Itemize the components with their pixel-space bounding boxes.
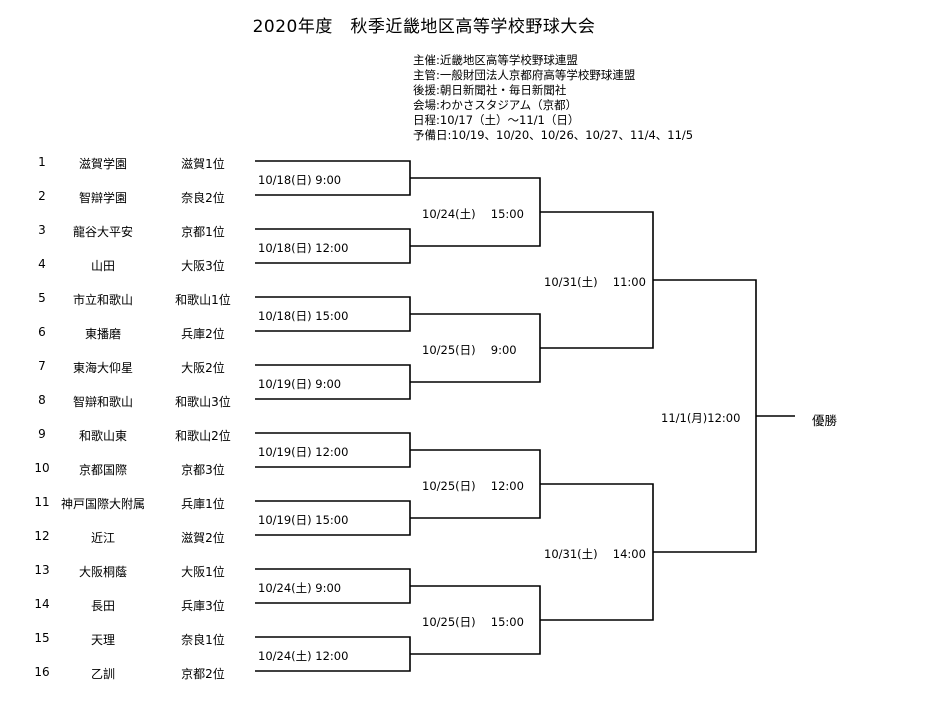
team-number: 2 (38, 189, 46, 203)
team-seed: 兵庫3位 (181, 599, 225, 613)
team-name: 東海大仰星 (72, 361, 133, 375)
team-name: 神戸国際大附属 (60, 497, 145, 511)
team-name: 山田 (90, 259, 115, 273)
team-row: 13 大阪桐蔭 大阪1位 (0, 560, 260, 580)
team-row: 2 智辯学園 奈良2位 (0, 186, 260, 206)
match-schedule: 10/19(日) 15:00 (258, 513, 349, 527)
team-seed: 滋賀1位 (181, 157, 225, 171)
team-number: 11 (34, 495, 50, 509)
team-name: 龍谷大平安 (72, 225, 133, 239)
team-row: 5 市立和歌山 和歌山1位 (0, 288, 260, 308)
team-row: 4 山田 大阪3位 (0, 254, 260, 274)
team-name: 智辯学園 (78, 191, 127, 205)
team-number: 5 (38, 291, 46, 305)
team-row: 8 智辯和歌山 和歌山3位 (0, 390, 260, 410)
match-schedule: 10/19(日) 9:00 (258, 377, 342, 391)
team-row: 16 乙訓 京都2位 (0, 662, 260, 682)
match-schedule: 10/19(日) 12:00 (258, 445, 349, 459)
team-name: 東播磨 (84, 327, 121, 341)
team-name: 長田 (90, 599, 115, 613)
team-row: 10 京都国際 京都3位 (0, 458, 260, 478)
info-venue: 会場:わかさスタジアム（京都） (413, 98, 578, 112)
team-row: 12 近江 滋賀2位 (0, 526, 260, 546)
team-number: 9 (38, 427, 46, 441)
match-schedule: 10/18(日) 15:00 (258, 309, 349, 323)
team-number: 7 (38, 359, 46, 373)
team-name: 智辯和歌山 (72, 395, 133, 409)
team-seed: 兵庫2位 (181, 327, 225, 341)
team-seed: 京都3位 (181, 463, 225, 477)
match-schedule: 10/24(土) 12:00 (258, 649, 349, 663)
team-row: 6 東播磨 兵庫2位 (0, 322, 260, 342)
team-name: 近江 (90, 531, 115, 545)
team-name: 乙訓 (90, 667, 115, 681)
info-host: 主管:一般財団法人京都府高等学校野球連盟 (413, 68, 636, 82)
team-seed: 大阪3位 (181, 259, 225, 273)
match-schedule: 10/18(日) 9:00 (258, 173, 342, 187)
team-number: 13 (34, 563, 50, 577)
match-schedule: 10/18(日) 12:00 (258, 241, 349, 255)
team-number: 15 (34, 631, 50, 645)
team-name: 京都国際 (78, 463, 127, 477)
team-row: 7 東海大仰星 大阪2位 (0, 356, 260, 376)
team-seed: 京都1位 (181, 225, 225, 239)
team-seed: 奈良1位 (181, 633, 225, 647)
match-schedule: 10/25(日) 15:00 (422, 615, 524, 629)
match-schedule: 10/31(土) 14:00 (544, 547, 646, 561)
team-seed: 京都2位 (181, 667, 225, 681)
team-number: 6 (38, 325, 46, 339)
team-seed: 大阪2位 (181, 361, 225, 375)
team-number: 1 (38, 155, 46, 169)
team-seed: 和歌山3位 (175, 395, 231, 409)
team-number: 14 (34, 597, 50, 611)
team-number: 8 (38, 393, 46, 407)
team-number: 16 (34, 665, 50, 679)
team-seed: 奈良2位 (181, 191, 225, 205)
match-schedule: 10/25(日) 9:00 (422, 343, 517, 357)
tournament-info: 主催:近畿地区高等学校野球連盟 主管:一般財団法人京都府高等学校野球連盟 後援:… (413, 53, 693, 143)
team-row: 3 龍谷大平安 京都1位 (0, 220, 260, 240)
team-seed: 大阪1位 (181, 565, 225, 579)
team-name: 天理 (90, 633, 115, 647)
team-seed: 兵庫1位 (181, 497, 225, 511)
info-sponsor: 後援:朝日新聞社・毎日新聞社 (413, 83, 567, 97)
info-schedule: 日程:10/17（土）～11/1（日） (413, 113, 580, 127)
match-schedule: 10/31(土) 11:00 (544, 275, 646, 289)
team-number: 4 (38, 257, 46, 271)
team-row: 9 和歌山東 和歌山2位 (0, 424, 260, 444)
match-schedule: 10/24(土) 9:00 (258, 581, 342, 595)
team-name: 和歌山東 (78, 429, 127, 443)
page-title: 2020年度 秋季近畿地区高等学校野球大会 (252, 17, 596, 37)
team-number: 10 (34, 461, 50, 475)
team-name: 大阪桐蔭 (78, 565, 127, 579)
team-seed: 和歌山2位 (175, 429, 231, 443)
team-row: 14 長田 兵庫3位 (0, 594, 260, 614)
info-organizer: 主催:近畿地区高等学校野球連盟 (413, 53, 578, 67)
team-name: 滋賀学園 (78, 157, 127, 171)
team-row: 11 神戸国際大附属 兵庫1位 (0, 492, 260, 512)
team-seed: 和歌山1位 (175, 293, 231, 307)
info-reserve-days: 予備日:10/19、10/20、10/26、10/27、11/4、11/5 (413, 128, 694, 142)
match-schedule: 11/1(月)12:00 (661, 411, 741, 425)
team-row: 1 滋賀学園 滋賀1位 (0, 152, 260, 172)
team-name: 市立和歌山 (72, 293, 133, 307)
match-schedule: 10/24(土) 15:00 (422, 207, 524, 221)
match-schedule: 10/25(日) 12:00 (422, 479, 524, 493)
team-seed: 滋賀2位 (181, 531, 225, 545)
team-number: 12 (34, 529, 50, 543)
team-row: 15 天理 奈良1位 (0, 628, 260, 648)
champion-label: 優勝 (812, 413, 838, 428)
team-number: 3 (38, 223, 46, 237)
